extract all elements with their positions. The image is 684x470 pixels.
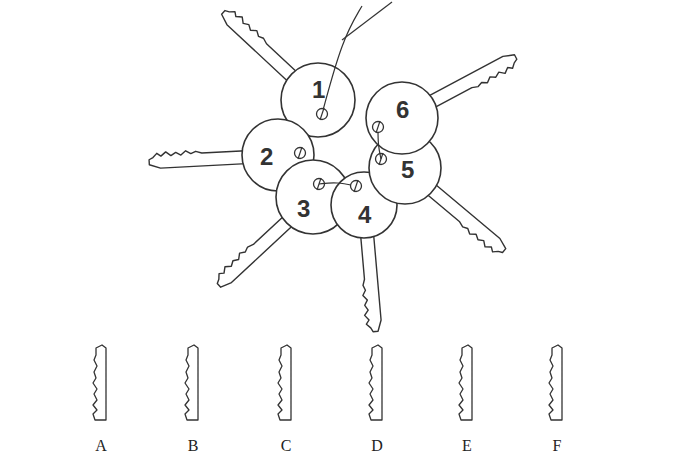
blade-profile [278, 345, 291, 420]
option-letter: B [188, 438, 199, 454]
key-blade [219, 5, 301, 83]
key-hole [317, 109, 328, 120]
key-blade [213, 212, 295, 290]
key-number: 5 [401, 158, 414, 182]
option-letter: D [371, 438, 383, 454]
key-blades [149, 5, 520, 332]
blade-profile [93, 345, 106, 420]
key-blade [427, 51, 520, 111]
ring-wire [298, 147, 302, 159]
key-blade [424, 183, 509, 258]
blade-profile [549, 345, 562, 420]
blade-profile [185, 345, 198, 420]
key-number: 3 [297, 197, 310, 221]
key-bow: 6 [365, 81, 439, 155]
loose-blades [93, 345, 562, 420]
ring-wire [376, 121, 380, 133]
ring-wire [320, 108, 324, 120]
ring-wire [342, 2, 392, 40]
key-number: 1 [312, 78, 325, 102]
blade-profile [459, 345, 472, 420]
bow-circle [366, 82, 438, 154]
option-letter: A [95, 438, 107, 454]
key-hole [373, 122, 384, 133]
key-hole [295, 148, 306, 159]
blade-profile [369, 345, 382, 420]
ring-wire [322, 6, 362, 114]
option-letter: C [281, 438, 292, 454]
ring-wire [354, 180, 358, 192]
key-hole [351, 181, 362, 192]
key-blade [358, 234, 382, 332]
key-number: 4 [358, 203, 371, 227]
key-number: 2 [260, 145, 273, 169]
key-number: 6 [396, 98, 409, 122]
option-letter: E [462, 438, 472, 454]
key-blade [149, 148, 247, 169]
option-letter: F [553, 438, 562, 454]
